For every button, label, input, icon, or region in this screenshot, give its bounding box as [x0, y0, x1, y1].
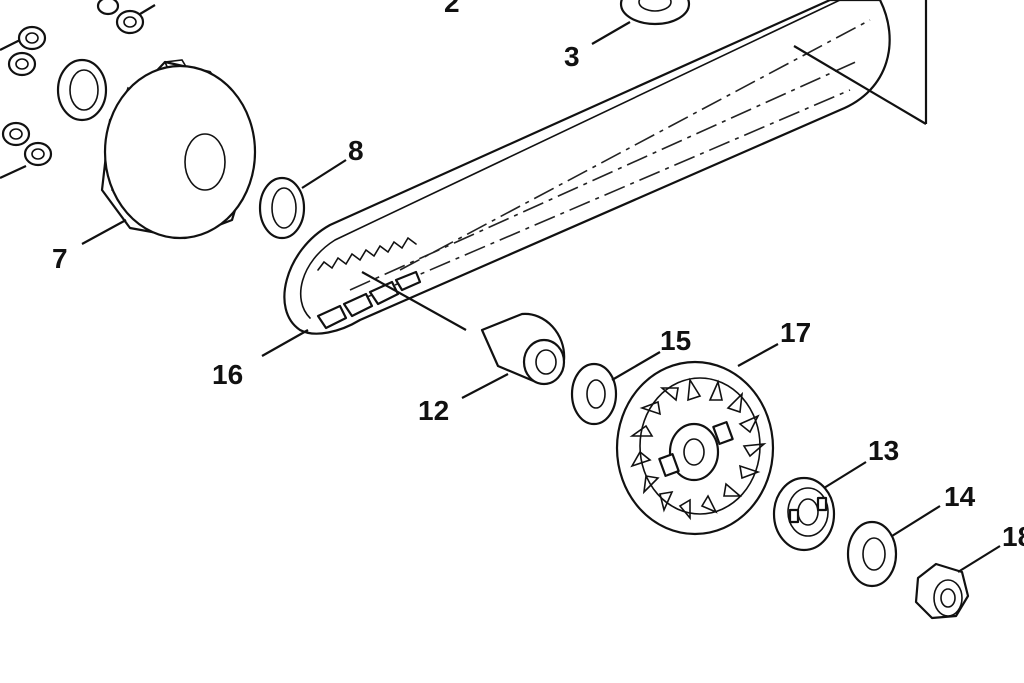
part-15-washer — [570, 351, 661, 426]
callout-16: 16 — [212, 359, 243, 390]
part-14-washer — [846, 505, 941, 588]
callout-8: 8 — [348, 135, 364, 166]
callout-17: 17 — [780, 317, 811, 348]
fan-blades — [629, 377, 767, 521]
callout-12: 12 — [418, 395, 449, 426]
part-13-nut — [772, 461, 867, 552]
callout-13: 13 — [868, 435, 899, 466]
part-7-variator — [56, 58, 257, 245]
frame-lines — [793, 0, 928, 125]
callout-3: 3 — [564, 41, 580, 72]
part-12-spacer — [461, 312, 566, 399]
belt-teeth — [316, 236, 422, 330]
callout-15: 15 — [660, 325, 691, 356]
part-8-collar — [258, 159, 347, 240]
part-16-belt — [261, 0, 891, 357]
callout-2: 2 — [444, 0, 460, 18]
part-3-pulley — [591, 0, 691, 45]
rollers-group — [0, 0, 156, 179]
part-18-nut — [914, 545, 1001, 620]
callout-18: 18 — [1002, 521, 1024, 552]
callout-7: 7 — [52, 243, 68, 274]
part-17-fan-pulley — [615, 343, 779, 536]
callout-14: 14 — [944, 481, 976, 512]
